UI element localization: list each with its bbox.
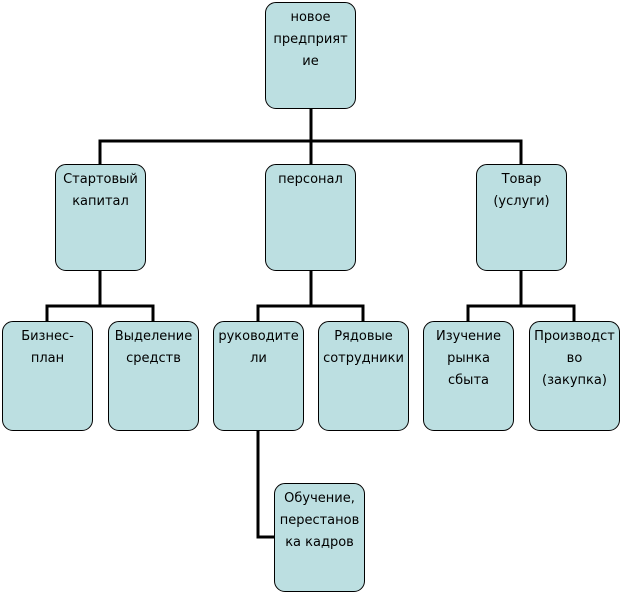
node-managers: руководите ли xyxy=(213,321,304,431)
node-new-enterprise-label: новое предприят ие xyxy=(273,10,348,69)
node-funds-allocation-label: Выделение средств xyxy=(114,329,193,366)
node-business-plan-label: Бизнес- план xyxy=(21,329,74,366)
node-production-label: Производст во (закупка) xyxy=(534,329,615,388)
node-funds-allocation: Выделение средств xyxy=(108,321,199,431)
node-regular-staff: Рядовые сотрудники xyxy=(318,321,409,431)
node-training-reshuffle: Обучение, перестанов ка кадров xyxy=(274,483,365,592)
node-goods-services-label: Товар (услуги) xyxy=(493,172,550,209)
node-training-reshuffle-label: Обучение, перестанов ка кадров xyxy=(279,491,360,550)
node-production: Производст во (закупка) xyxy=(529,321,620,431)
node-personnel: персонал xyxy=(265,164,356,271)
node-business-plan: Бизнес- план xyxy=(2,321,93,431)
node-market-study: Изучение рынка сбыта xyxy=(423,321,514,431)
node-startup-capital: Стартовый капитал xyxy=(55,164,146,271)
node-regular-staff-label: Рядовые сотрудники xyxy=(323,329,404,366)
node-market-study-label: Изучение рынка сбыта xyxy=(436,329,501,388)
node-personnel-label: персонал xyxy=(278,172,343,187)
node-goods-services: Товар (услуги) xyxy=(476,164,567,271)
node-managers-label: руководите ли xyxy=(218,329,299,366)
node-startup-capital-label: Стартовый капитал xyxy=(63,172,138,209)
node-new-enterprise: новое предприят ие xyxy=(265,2,356,109)
